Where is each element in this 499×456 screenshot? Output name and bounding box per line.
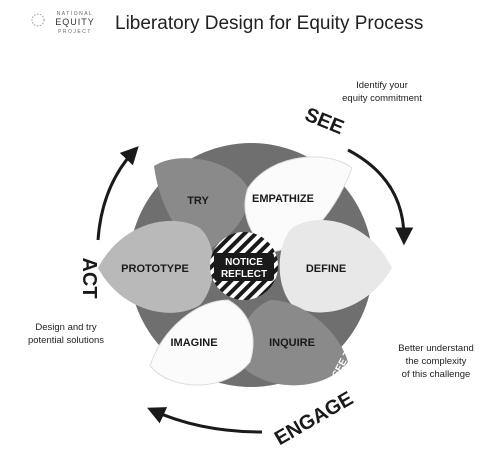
note-engage-line2: the complexity [406, 356, 467, 367]
logo-line2: EQUITY [55, 17, 95, 27]
phase-act: ACT [78, 257, 100, 298]
arrow-engage-to-act [147, 407, 263, 434]
petal-inquire [240, 300, 348, 386]
petal-label-inquire: INQUIRE [269, 337, 315, 349]
arrow-act-to-see [96, 146, 139, 241]
page-title: Liberatory Design for Equity Process [115, 13, 423, 34]
petal-imagine [149, 299, 254, 386]
nep-logo: NATIONAL EQUITY PROJECT [31, 11, 95, 35]
petal-label-define: DEFINE [306, 263, 346, 275]
petal-label-prototype: PROTOTYPE [121, 263, 189, 275]
note-act-line2: potential solutions [28, 335, 104, 346]
petal-try [154, 158, 250, 253]
arrow-see-to-engage [347, 148, 414, 246]
note-see-line2: equity commitment [342, 93, 422, 104]
petal-define [279, 220, 392, 313]
logo-line1: NATIONAL [57, 11, 94, 17]
phase-engage: ENGAGE [271, 388, 357, 450]
petal-label-try: TRY [187, 195, 209, 207]
sunburst-icon [31, 13, 45, 27]
phase-see: SEE [302, 104, 347, 139]
center-notice: NOTICE [225, 257, 263, 268]
note-act-line1: Design and try [35, 322, 97, 333]
center-label-bg [214, 253, 274, 281]
logo-line3: PROJECT [58, 29, 92, 35]
petal-label-empathize: EMPATHIZE [252, 193, 314, 205]
note-engage-line3: of this challenge [402, 369, 471, 380]
petal-prototype [98, 220, 214, 313]
note-engage-line1: Better understand [398, 343, 474, 354]
center-reflect: REFLECT [221, 269, 267, 280]
petals [98, 156, 392, 386]
note-see-line1: Identify your [356, 80, 408, 91]
petal-label-imagine: IMAGINE [170, 337, 217, 349]
